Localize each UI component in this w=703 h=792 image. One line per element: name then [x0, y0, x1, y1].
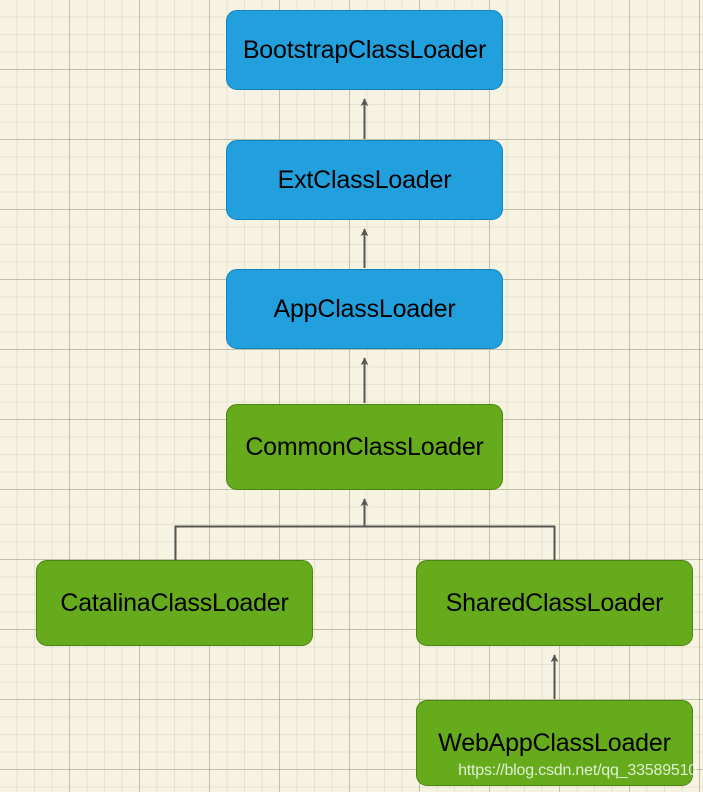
node-ext-class-loader[interactable]: ExtClassLoader [226, 140, 503, 220]
node-label: WebAppClassLoader [438, 728, 671, 757]
watermark-url: https://blog.csdn.net/qq_33589510 [458, 762, 697, 779]
node-common-class-loader[interactable]: CommonClassLoader [226, 404, 503, 490]
node-label: CatalinaClassLoader [60, 588, 289, 617]
node-webapp-class-loader[interactable]: WebAppClassLoader [416, 700, 693, 786]
node-label: CommonClassLoader [245, 432, 484, 461]
node-shared-class-loader[interactable]: SharedClassLoader [416, 560, 693, 646]
node-label: BootstrapClassLoader [242, 35, 487, 64]
node-label: ExtClassLoader [277, 165, 452, 194]
node-label: AppClassLoader [273, 294, 456, 323]
node-bootstrap-class-loader[interactable]: BootstrapClassLoader [226, 10, 503, 90]
node-catalina-class-loader[interactable]: CatalinaClassLoader [36, 560, 313, 646]
node-label: SharedClassLoader [445, 588, 664, 617]
node-app-class-loader[interactable]: AppClassLoader [226, 269, 503, 349]
